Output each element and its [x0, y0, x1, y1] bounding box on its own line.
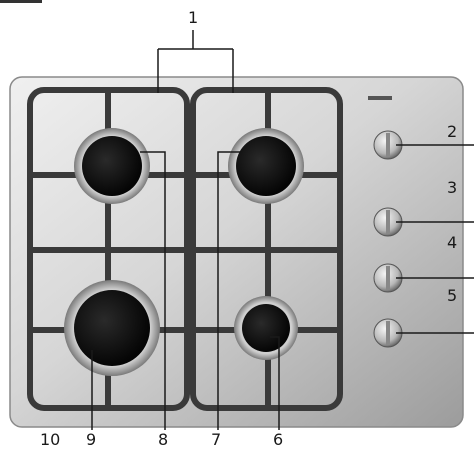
burner-rear-left — [74, 128, 150, 204]
brand-badge — [368, 96, 392, 100]
callout-8: 8 — [158, 432, 168, 448]
callout-2: 2 — [447, 124, 457, 140]
callout-1: 1 — [188, 10, 198, 26]
callout-5: 5 — [447, 288, 457, 304]
callout-9: 9 — [86, 432, 96, 448]
burner-front-right-small — [234, 296, 298, 360]
callout-3: 3 — [447, 180, 457, 196]
burner-rear-right — [228, 128, 304, 204]
callout-6: 6 — [273, 432, 283, 448]
callout-7: 7 — [211, 432, 221, 448]
burner-front-left-large — [64, 280, 160, 376]
callout-4: 4 — [447, 235, 457, 251]
callout-10: 10 — [40, 432, 60, 448]
